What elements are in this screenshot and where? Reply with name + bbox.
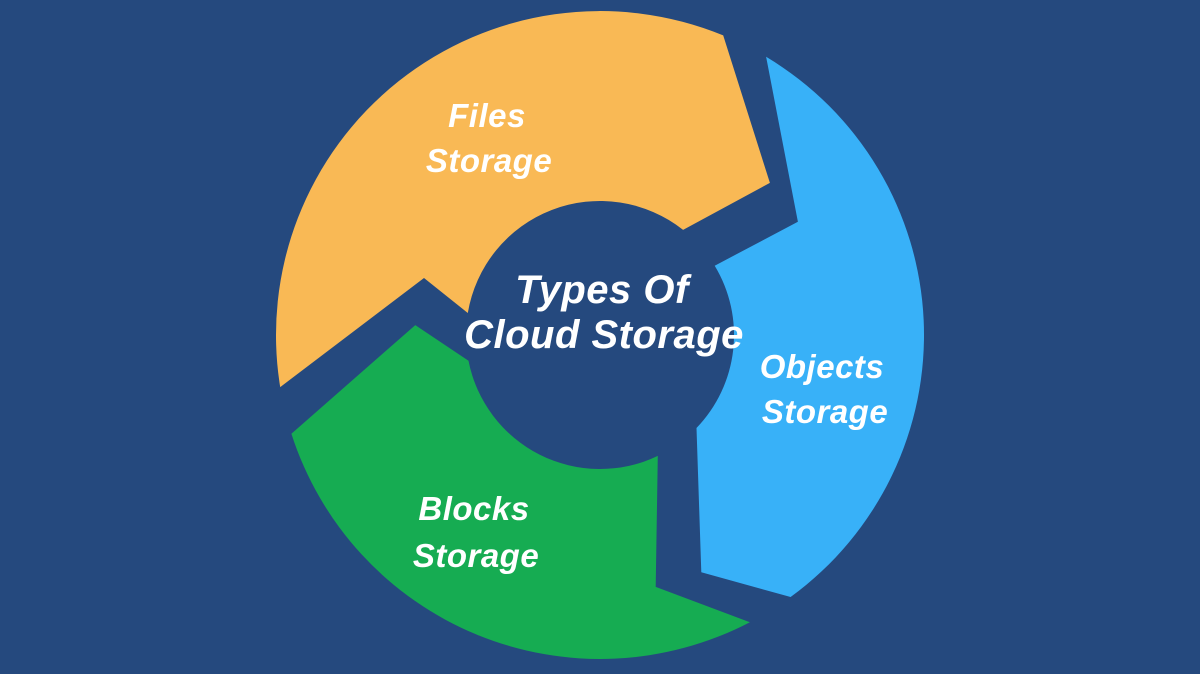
objects-storage-label-line-1: Objects <box>760 348 885 385</box>
diagram-title-line-1: Types Of <box>515 268 692 312</box>
blocks-storage-label-line-1: Blocks <box>418 490 529 527</box>
objects-storage-label-line-2: Storage <box>762 393 888 430</box>
segment-files-storage <box>275 11 770 388</box>
segment-blocks-storage <box>291 325 750 659</box>
files-storage-label-line-1: Files <box>448 97 526 134</box>
segment-objects-storage <box>696 56 925 598</box>
diagram-title-line-2: Cloud Storage <box>464 313 744 357</box>
blocks-storage-label-line-2: Storage <box>413 537 539 574</box>
files-storage-label-line-2: Storage <box>426 142 552 179</box>
